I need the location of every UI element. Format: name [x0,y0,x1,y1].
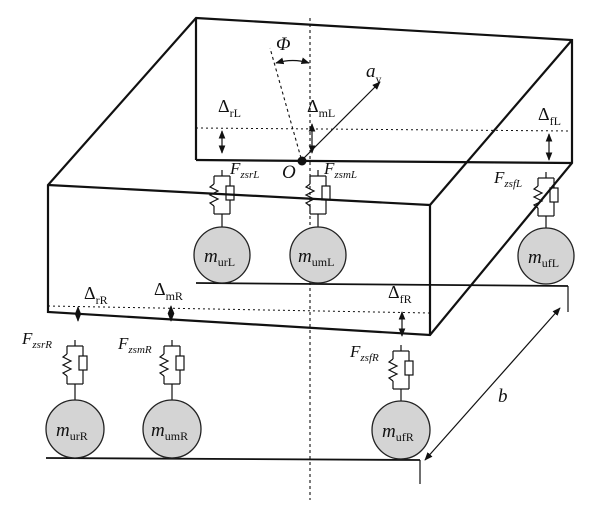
distance-b: b [424,307,561,461]
delta-mL: ΔmL [307,96,335,154]
spring-damper-rL [208,170,235,228]
force-label-sfR: FzsfR [349,342,379,364]
svg-text:ΔrL: ΔrL [218,96,241,120]
wheel-umR: mumR [142,399,202,459]
delta-mR: ΔmR [154,279,183,322]
delta-rR: ΔrR [74,283,108,322]
spring-damper-rR [61,340,88,400]
right-reference-line [47,305,431,314]
phi-arc-arrow [275,57,310,65]
delta-rL: ΔrL [218,96,241,154]
svg-text:mumL: mumL [298,246,334,269]
b-label: b [498,386,508,407]
ay-label: ay [366,61,382,86]
origin-label: O [282,162,296,183]
svg-text:mufL: mufL [528,247,559,270]
svg-text:ΔrR: ΔrR [84,283,108,307]
wheel-umL: mumL [289,226,347,284]
force-label-srL: FzsrL [229,159,259,181]
spring-damper-fR [387,345,414,401]
ground-lines [45,282,569,484]
delta-fL: ΔfL [538,104,561,161]
spring-damper-mR [158,340,185,400]
svg-text:ΔmL: ΔmL [307,96,335,120]
spring-damper-mL [304,170,331,228]
delta-fR: ΔfR [388,282,412,337]
svg-text:ΔfR: ΔfR [388,282,412,306]
svg-text:mufR: mufR [382,421,414,444]
wheel-ufR: mufR [371,400,431,460]
force-label-smR: FzsmR [117,334,152,356]
phi-label: Φ [276,34,290,55]
force-label-sfL: FzsfL [493,168,522,190]
svg-text:murR: murR [56,420,88,443]
svg-text:ΔmR: ΔmR [154,279,183,303]
force-label-smL: FzsmL [323,159,357,181]
svg-text:mumR: mumR [151,420,188,443]
wheel-ufL: mufL [517,227,575,285]
svg-text:murL: murL [204,246,235,269]
wheel-urR: murR [45,399,105,459]
tilted-axis-line [269,47,302,159]
origin: O [282,156,307,183]
ay-arrow [301,81,381,161]
origin-point [297,156,307,166]
b-arrow [424,307,561,461]
force-label-srR: FzsrR [21,329,52,351]
wheel-urL: murL [193,226,251,284]
svg-text:ΔfL: ΔfL [538,104,561,128]
left-reference-line [195,127,573,132]
spring-damper-fL [532,172,559,228]
roll-angle: Φ [269,34,310,159]
